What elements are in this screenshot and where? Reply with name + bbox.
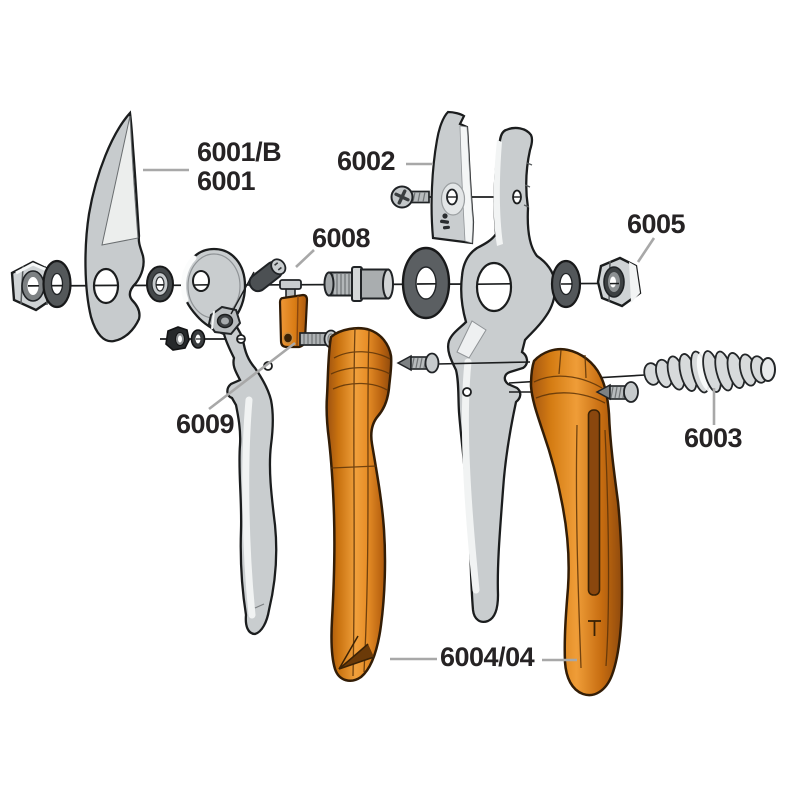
small-lock-nut	[165, 326, 190, 351]
part-label-6003: 6003	[684, 423, 743, 453]
part-label-6005: 6005	[627, 209, 686, 239]
brand-mark	[440, 213, 450, 230]
part-label-6004: 6004/04	[440, 642, 535, 672]
cutting-blade-6001	[84, 110, 145, 343]
counter-blade-6002	[430, 110, 475, 245]
phillips-screw	[390, 185, 430, 209]
handle-screw-left	[396, 352, 440, 374]
leader-lines	[143, 162, 716, 662]
pin-6008	[248, 258, 287, 293]
part-label-6001b: 6001/B	[197, 137, 282, 167]
part-label-6009: 6009	[176, 409, 235, 439]
hex-boss	[207, 305, 242, 336]
part-label-6001: 6001	[197, 166, 256, 196]
large-washer	[401, 246, 451, 320]
pivot-bolt	[323, 266, 394, 302]
hex-nut-6005	[596, 256, 642, 308]
counter-blade-body	[446, 126, 557, 623]
part-label-6008: 6008	[312, 223, 371, 253]
handle-left-6004	[325, 327, 393, 682]
spring-6003	[643, 350, 776, 394]
bushing-collar	[146, 265, 174, 303]
blade-handle-linkage	[180, 247, 278, 636]
handle-screw-right	[595, 381, 639, 403]
washer-right	[550, 259, 582, 309]
small-washer	[190, 329, 206, 349]
handle-right-6004	[529, 347, 624, 697]
part-label-6002: 6002	[337, 146, 396, 176]
washer-left	[42, 259, 72, 309]
